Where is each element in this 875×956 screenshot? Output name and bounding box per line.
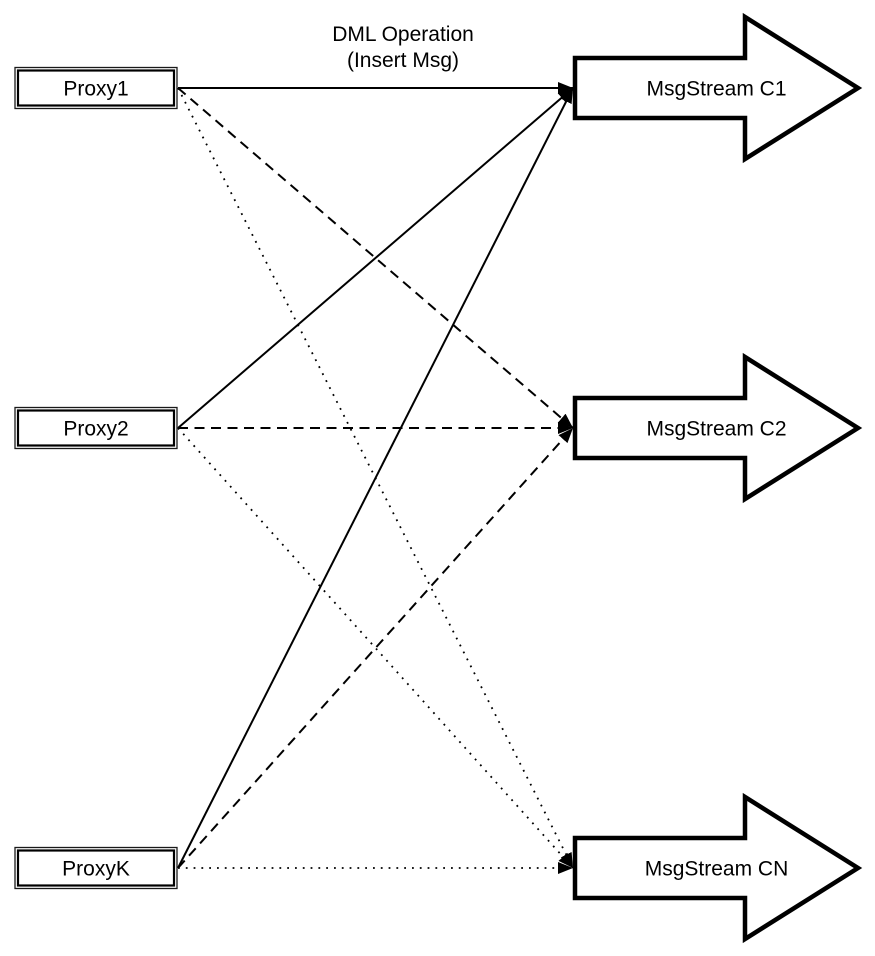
title-line2: (Insert Msg) — [347, 49, 459, 72]
stream-arrow-shape — [572, 352, 863, 504]
proxy-box-label: ProxyK — [62, 857, 130, 880]
proxy-box-inner-border — [16, 409, 176, 447]
stream-arrows-group: MsgStream C1 MsgStream C2 MsgStream CN — [572, 12, 863, 944]
proxy-box-inner-border — [16, 69, 176, 107]
proxy-box-proxy1: Proxy1 — [14, 66, 178, 110]
stream-arrow-c2: MsgStream C2 — [572, 352, 863, 504]
edge-proxy2-cn — [177, 427, 574, 869]
stream-arrow-label: MsgStream CN — [645, 857, 789, 880]
edge-proxy2-c1 — [177, 87, 574, 429]
proxy-box-label: Proxy1 — [63, 77, 128, 100]
proxy-box-label: Proxy2 — [63, 417, 128, 440]
proxy-box-proxyk: ProxyK — [14, 846, 178, 890]
edges-group — [177, 82, 574, 874]
edge-proxy1-cn — [177, 87, 574, 869]
proxy-box-proxy2: Proxy2 — [14, 406, 178, 450]
stream-arrow-c1: MsgStream C1 — [572, 12, 863, 164]
stream-arrow-label: MsgStream C2 — [646, 417, 786, 440]
stream-arrow-cn: MsgStream CN — [572, 792, 863, 944]
stream-arrow-label: MsgStream C1 — [646, 77, 786, 100]
edge-proxy1-c2 — [177, 87, 574, 429]
stream-arrow-shape — [572, 792, 863, 944]
title-line1: DML Operation — [332, 23, 474, 46]
edge-proxyk-c2 — [177, 427, 574, 869]
stream-arrow-shape — [572, 12, 863, 164]
title-label: DML Operation (Insert Msg) — [332, 23, 474, 72]
proxy-box-inner-border — [16, 849, 176, 887]
